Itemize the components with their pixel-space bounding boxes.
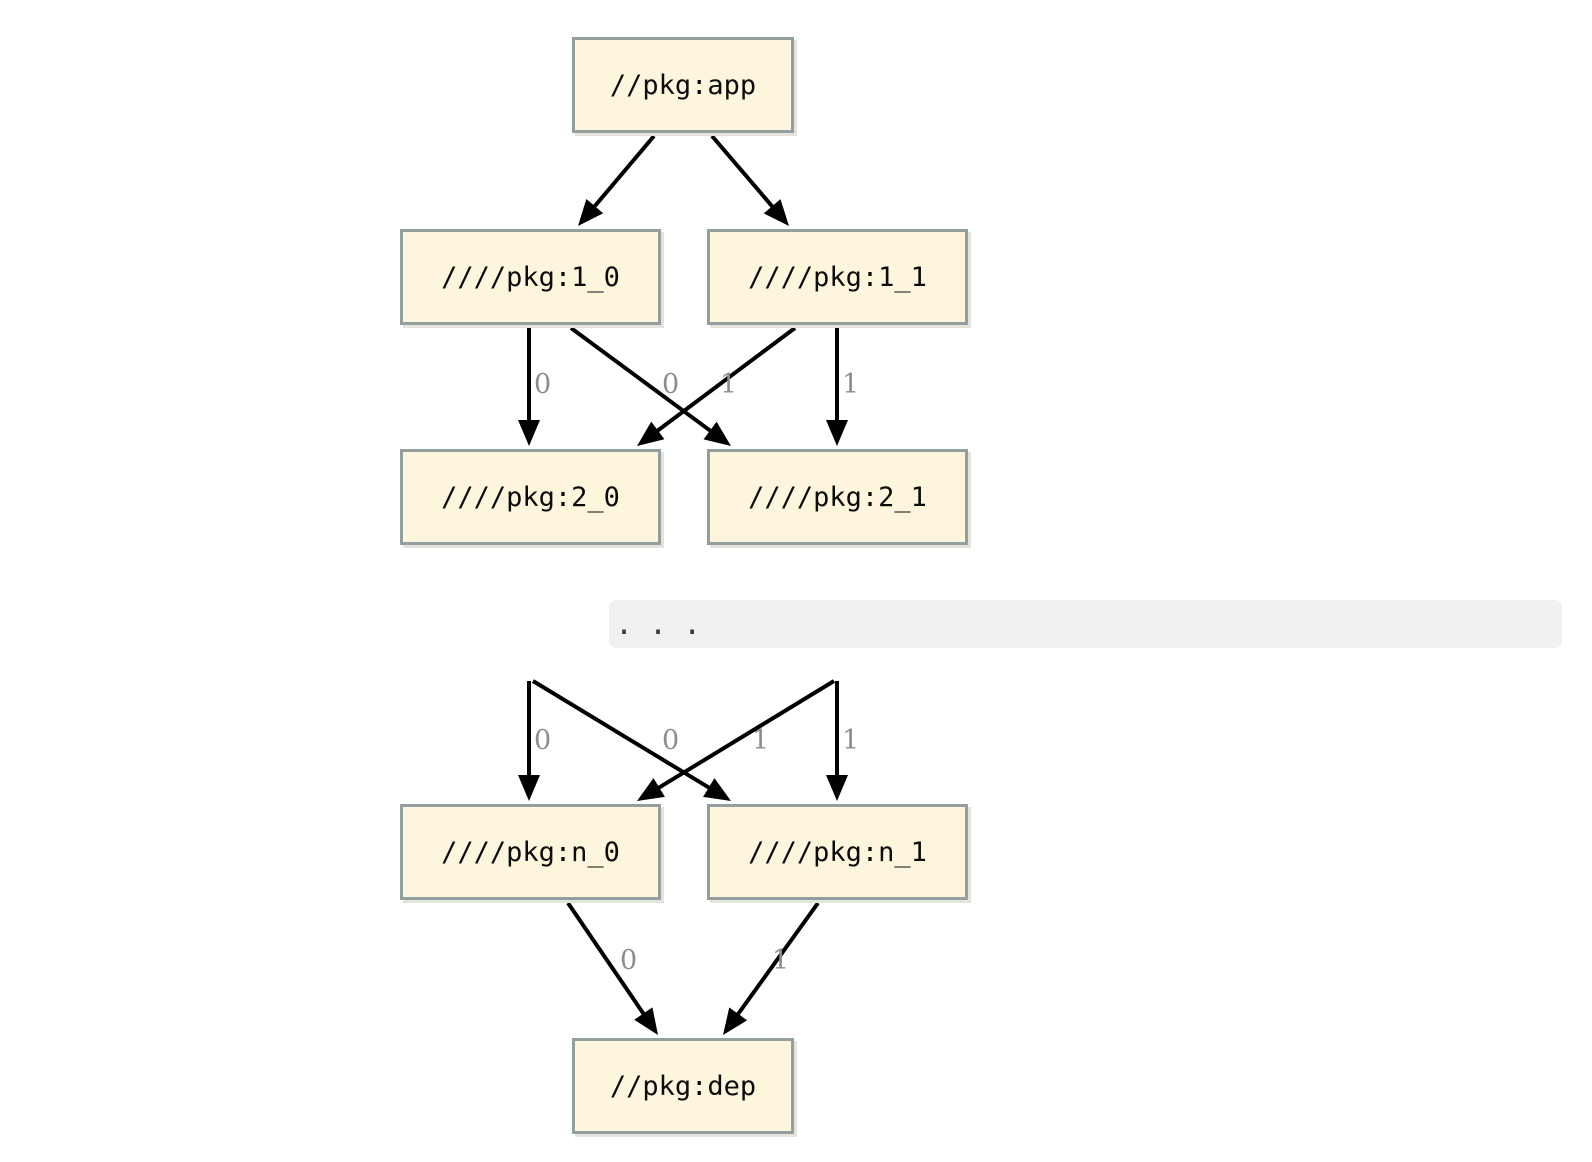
graph-node-dep[interactable]: //pkg:dep (572, 1038, 794, 1134)
edge-label-hidden-0-to-nn_0: 0 (534, 725, 552, 756)
node-label: ////pkg:1_1 (748, 261, 927, 293)
node-label: ////pkg:2_1 (748, 481, 927, 513)
edge-label-n1_0-to-n2_1: 0 (662, 369, 680, 400)
node-label: //pkg:dep (609, 1070, 757, 1102)
graph-node-app[interactable]: //pkg:app (572, 37, 794, 133)
graph-node-n2_1[interactable]: ////pkg:2_1 (707, 449, 968, 545)
edge-arrowhead-icon (518, 420, 540, 446)
graph-edge-n1_1-to-n2_0 (653, 326, 797, 435)
edge-label-n1_1-to-n2_0: 1 (720, 369, 738, 400)
edge-arrowhead-icon (578, 199, 604, 226)
graph-node-n2_0[interactable]: ////pkg:2_0 (400, 449, 661, 545)
edge-arrowhead-icon (763, 199, 789, 226)
graph-edge-app-to-n1_1 (710, 134, 777, 211)
graph-edge-nn_0-to-dep (566, 901, 648, 1018)
edge-label-hidden-1-to-nn_0: 1 (752, 725, 770, 756)
node-label: ////pkg:n_1 (748, 836, 927, 868)
edge-label-hidden-1-to-nn_1: 1 (842, 725, 860, 756)
graph-node-nn_1[interactable]: ////pkg:n_1 (707, 804, 968, 900)
edge-arrowhead-icon (723, 1007, 748, 1035)
graph-edge-app-to-n1_0 (590, 134, 656, 211)
edge-arrowhead-icon (634, 1007, 658, 1035)
edge-label-hidden-0-to-nn_1: 0 (662, 725, 680, 756)
graph-edge-n1_0-to-n2_1 (569, 326, 715, 435)
edge-label-n1_1-to-n2_1: 1 (842, 369, 860, 400)
graph-node-n1_0[interactable]: ////pkg:1_0 (400, 229, 661, 325)
ellipsis-band: ... (609, 600, 1562, 648)
node-label: ////pkg:1_0 (441, 261, 620, 293)
edge-arrowhead-icon (637, 421, 665, 446)
edge-arrowhead-icon (703, 778, 731, 801)
edge-arrowhead-icon (826, 420, 848, 446)
edge-arrowhead-icon (518, 775, 540, 801)
edge-label-nn_1-to-dep: 1 (772, 945, 790, 976)
edge-label-nn_0-to-dep: 0 (620, 945, 638, 976)
node-label: ////pkg:2_0 (441, 481, 620, 513)
edge-arrowhead-icon (826, 775, 848, 801)
edge-arrowhead-icon (703, 421, 731, 446)
graph-edge-nn_1-to-dep (734, 901, 820, 1019)
edge-label-n1_0-to-n2_0: 0 (534, 369, 552, 400)
ellipsis-label: ... (615, 607, 718, 642)
graph-node-n1_1[interactable]: ////pkg:1_1 (707, 229, 968, 325)
graph-node-nn_0[interactable]: ////pkg:n_0 (400, 804, 661, 900)
node-label: //pkg:app (609, 69, 757, 101)
graph-edge-hidden-1-to-nn_0 (654, 679, 836, 792)
edge-arrowhead-icon (637, 778, 665, 801)
node-label: ////pkg:n_0 (441, 836, 620, 868)
